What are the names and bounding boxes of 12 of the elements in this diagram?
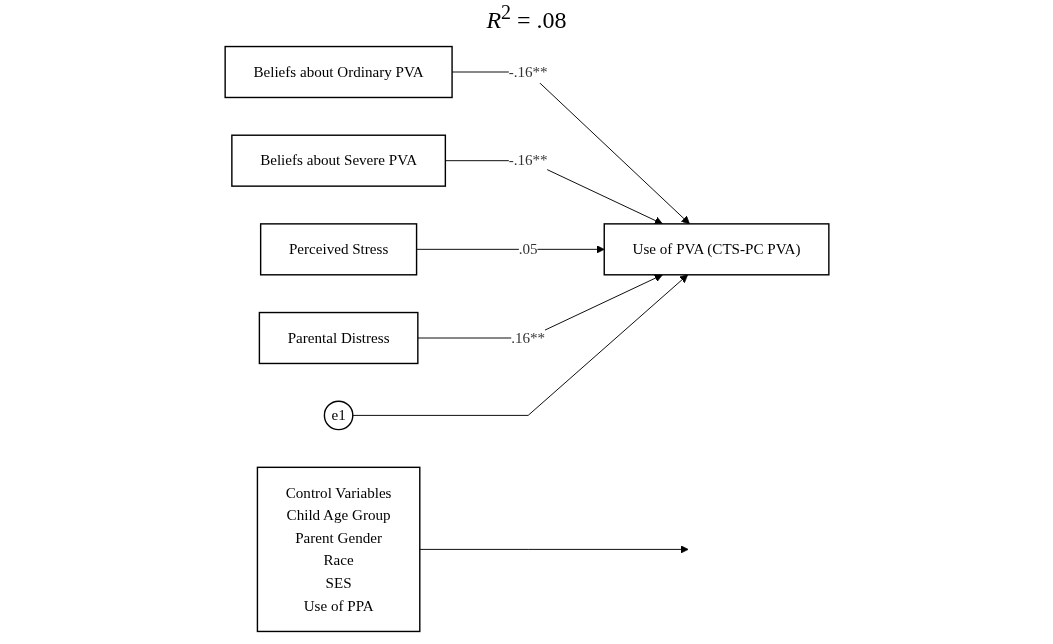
node-box: Parental Distress <box>258 311 419 365</box>
edge-label: -.16** <box>508 152 548 169</box>
node-box: Use of PVA (CTS-PC PVA) <box>603 223 830 276</box>
r-squared-label: R$^{2}$ = .08 <box>486 0 567 34</box>
node-box: Perceived Stress <box>259 223 417 276</box>
edge-label: -.16** <box>508 63 548 80</box>
edge-label: .16** <box>510 329 545 346</box>
node-box: Beliefs about Ordinary PVA <box>223 45 453 99</box>
node-box: Beliefs about Severe PVA <box>230 134 446 187</box>
edge-label: .05 <box>518 240 538 257</box>
node-circle: e1 <box>323 400 353 431</box>
node-box: Control Variables Child Age Group Parent Gender Race SES Use of PPA <box>256 466 420 633</box>
